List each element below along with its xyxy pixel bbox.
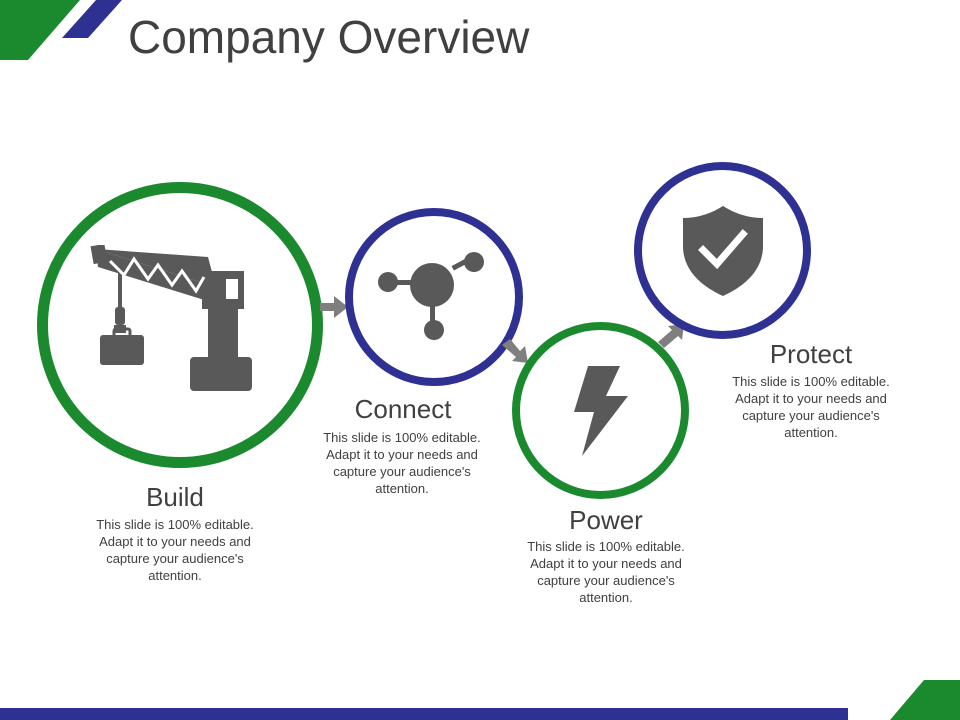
build-circle <box>37 182 323 468</box>
slide-title: Company Overview <box>128 11 530 63</box>
connect-description: This slide is 100% editable. Adapt it to… <box>323 430 481 496</box>
top-left-green-triangle <box>0 0 80 60</box>
protect-label: Protect <box>769 339 853 369</box>
network-nodes-icon <box>378 252 484 340</box>
bottom-blue-bar <box>0 708 848 720</box>
build-label: Build <box>146 482 204 512</box>
shield-check-icon <box>682 205 763 296</box>
crane-icon <box>90 245 252 391</box>
power-description: This slide is 100% editable. Adapt it to… <box>527 539 685 605</box>
power-label: Power <box>569 505 643 535</box>
arrow-connect-to-power <box>502 339 528 363</box>
build-description: This slide is 100% editable. Adapt it to… <box>96 517 254 583</box>
protect-circle <box>634 162 811 339</box>
bottom-right-green-triangle <box>890 680 960 720</box>
protect-description: This slide is 100% editable. Adapt it to… <box>732 374 890 440</box>
lightning-bolt-icon <box>573 365 628 456</box>
arrow-power-to-protect <box>658 324 684 348</box>
connect-label: Connect <box>354 394 452 424</box>
connect-circle <box>345 208 523 386</box>
power-circle <box>512 322 689 499</box>
arrow-build-to-connect <box>320 296 348 318</box>
top-left-blue-stripe <box>62 0 122 38</box>
